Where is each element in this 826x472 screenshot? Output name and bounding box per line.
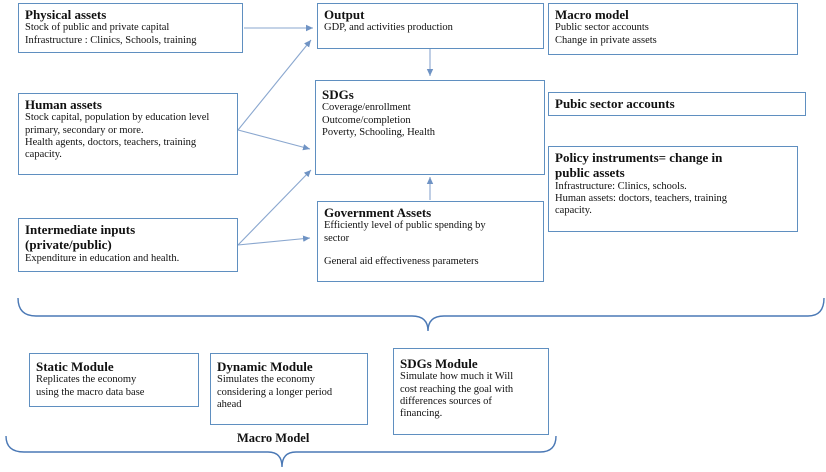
static-module-line-2: using the macro data base — [36, 386, 145, 398]
static-module-title: Static Module — [36, 359, 114, 374]
intermediate-inputs-title-1: Intermediate inputs — [25, 222, 136, 237]
sdgs-module-line-3: differences sources of — [400, 396, 492, 408]
human-assets-line-4: capacity. — [25, 149, 62, 161]
government-assets-line-3: General aid effectiveness parameters — [324, 256, 479, 268]
sdgs-module-line-4: financing. — [400, 408, 443, 420]
government-assets-box: Government Assets Efficiently level of p… — [317, 201, 544, 282]
output-box: Output GDP, and activities production — [317, 3, 544, 49]
arrow-inputs-to-sdgs — [237, 169, 312, 246]
intermediate-inputs-box: Intermediate inputs (private/public) Exp… — [18, 218, 238, 272]
human-assets-line-1: Stock capital, population by education l… — [25, 112, 210, 124]
human-assets-line-2: primary, secondary or more. — [25, 124, 144, 136]
policy-instruments-title-2: public assets — [555, 165, 625, 181]
human-assets-title: Human assets — [25, 97, 102, 112]
human-assets-line-3: Health agents, doctors, teachers, traini… — [25, 137, 197, 149]
macro-model-line-1: Public sector accounts — [555, 22, 649, 34]
public-sector-accounts-title: Pubic sector accounts — [555, 96, 675, 111]
physical-assets-line-2: Infrastructure : Clinics, Schools, train… — [25, 34, 197, 46]
sdgs-module-title: SDGs Module — [400, 356, 478, 371]
sdgs-module-line-2: cost reaching the goal with — [400, 383, 514, 395]
output-title: Output — [324, 7, 365, 22]
top-brace — [17, 297, 825, 332]
macro-model-caption: Macro Model — [237, 431, 310, 445]
dynamic-module-line-1: Simulates the economy — [217, 374, 315, 386]
spacer — [324, 245, 537, 256]
dynamic-module-title: Dynamic Module — [217, 359, 313, 374]
macro-model-title: Macro model — [555, 7, 629, 22]
sdgs-line-3: Poverty, Schooling, Health — [322, 127, 436, 139]
bottom-brace — [5, 435, 557, 468]
static-module-box: Static Module Replicates the economy usi… — [29, 353, 199, 407]
intermediate-inputs-line-1: Expenditure in education and health. — [25, 252, 180, 264]
physical-assets-line-1: Stock of public and private capital — [25, 22, 170, 34]
sdgs-line-1: Coverage/enrollment — [322, 102, 411, 114]
intermediate-inputs-title-2: (private/public) — [25, 237, 112, 253]
sdgs-line-2: Outcome/completion — [322, 114, 411, 126]
output-line-1: GDP, and activities production — [324, 22, 453, 34]
macro-model-box: Macro model Public sector accounts Chang… — [548, 3, 798, 55]
public-sector-accounts-box: Pubic sector accounts — [548, 92, 806, 116]
policy-instruments-title-1: Policy instruments= change in — [555, 150, 723, 165]
arrow-human-to-sdgs — [237, 129, 311, 151]
sdgs-title: SDGs — [322, 87, 354, 102]
government-assets-line-2: sector — [324, 232, 350, 244]
dynamic-module-line-3: ahead — [217, 399, 242, 411]
physical-assets-title: Physical assets — [25, 7, 107, 22]
macro-model-line-2: Change in private assets — [555, 34, 657, 46]
sdgs-box: SDGs Coverage/enrollment Outcome/complet… — [315, 80, 545, 175]
policy-instruments-line-3: capacity. — [555, 205, 592, 217]
sdgs-module-box: SDGs Module Simulate how much it Will co… — [393, 348, 549, 435]
physical-assets-box: Physical assets Stock of public and priv… — [18, 3, 243, 53]
human-assets-box: Human assets Stock capital, population b… — [18, 93, 238, 175]
static-module-line-1: Replicates the economy — [36, 374, 137, 386]
policy-instruments-line-1: Infrastructure: Clinics, schools. — [555, 180, 687, 192]
government-assets-line-1: Efficiently level of public spending by — [324, 220, 486, 232]
policy-instruments-box: Policy instruments= change in public ass… — [548, 146, 798, 232]
arrow-human-to-output — [237, 39, 312, 131]
government-assets-title: Government Assets — [324, 205, 432, 220]
policy-instruments-line-2: Human assets: doctors, teachers, trainin… — [555, 193, 728, 205]
dynamic-module-box: Dynamic Module Simulates the economy con… — [210, 353, 368, 425]
sdgs-module-line-1: Simulate how much it Will — [400, 371, 514, 383]
arrow-inputs-to-government — [237, 235, 311, 246]
dynamic-module-line-2: considering a longer period — [217, 386, 333, 398]
